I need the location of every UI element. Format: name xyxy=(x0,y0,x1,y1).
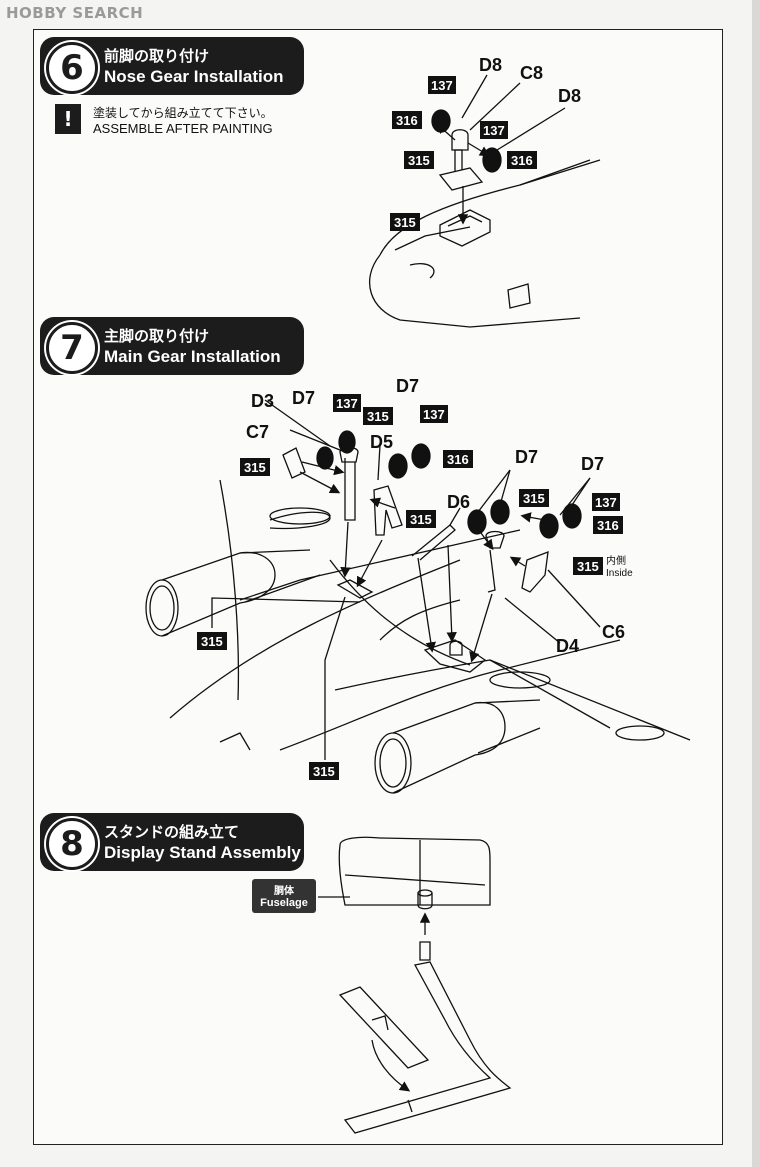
step-7-title-jp: 主脚の取り付け xyxy=(104,327,210,345)
fuselage-tag-jp: 胴体 xyxy=(274,886,294,897)
stand-peg xyxy=(417,889,433,961)
instruction-page xyxy=(33,29,723,1145)
fuselage-tag: 胴体 Fuselage xyxy=(252,879,316,913)
label-d6: D6 xyxy=(447,492,470,512)
svg-text:137: 137 xyxy=(423,407,445,422)
code-137-main-a: 137 xyxy=(333,394,361,412)
code-316-main-a: 316 xyxy=(443,450,473,468)
svg-text:316: 316 xyxy=(396,113,418,128)
code-315-main-e: 315 xyxy=(573,557,603,575)
step-7-title-en: Main Gear Installation xyxy=(104,347,281,366)
right-gear-parts xyxy=(411,524,549,593)
code-316-nose-a: 316 xyxy=(392,111,422,129)
svg-text:316: 316 xyxy=(597,518,619,533)
svg-text:315: 315 xyxy=(410,512,432,527)
step-8-number: 8 xyxy=(46,818,98,870)
svg-text:315: 315 xyxy=(367,409,389,424)
fuselage-tag-en: Fuselage xyxy=(260,897,308,909)
airframe-drawing xyxy=(169,479,691,751)
step-8-title-en: Display Stand Assembly xyxy=(104,843,301,862)
note-text-jp: 塗装してから組み立てて下さい。 xyxy=(93,106,273,120)
svg-text:315: 315 xyxy=(523,491,545,506)
svg-text:316: 316 xyxy=(447,452,469,467)
label-d7-c: D7 xyxy=(515,447,538,467)
step-8-title-jp: スタンドの組み立て xyxy=(104,823,240,841)
nose-gear-strut xyxy=(438,129,484,191)
svg-text:315: 315 xyxy=(201,634,223,649)
label-c7: C7 xyxy=(246,422,269,442)
inside-note: 内側 Inside xyxy=(606,554,633,579)
main-gear-bay xyxy=(336,579,487,673)
engine-right xyxy=(374,699,541,794)
inside-label-jp: 内側 xyxy=(606,554,626,567)
code-315-main-a: 315 xyxy=(363,407,393,425)
nose-gear-bay xyxy=(439,209,491,247)
code-316-nose-b: 316 xyxy=(507,151,537,169)
nose-wheel-right xyxy=(482,147,502,173)
svg-text:315: 315 xyxy=(408,153,430,168)
page-edge xyxy=(752,0,760,1167)
stand-arm xyxy=(343,961,512,1134)
fuselage-stub xyxy=(318,836,491,906)
code-137-nose-b: 137 xyxy=(480,121,508,139)
svg-text:315: 315 xyxy=(313,764,335,779)
svg-text:316: 316 xyxy=(511,153,533,168)
label-d7-d: D7 xyxy=(581,454,604,474)
nose-section-drawing xyxy=(369,159,601,328)
step-6-title-jp: 前脚の取り付け xyxy=(104,47,210,65)
code-315-nose-a: 315 xyxy=(404,151,434,169)
label-d8-a: D8 xyxy=(479,55,502,75)
label-d3: D3 xyxy=(251,391,274,411)
label-d4: D4 xyxy=(556,636,579,656)
svg-text:315: 315 xyxy=(394,215,416,230)
code-315-main-b: 315 xyxy=(240,458,270,476)
step-7-header: 7 主脚の取り付け Main Gear Installation xyxy=(40,317,304,375)
step-8-header: 8 スタンドの組み立て Display Stand Assembly xyxy=(40,813,304,871)
step-6-header: 6 前脚の取り付け Nose Gear Installation xyxy=(40,37,304,95)
code-315-main-d: 315 xyxy=(406,510,436,528)
code-315-main-c: 315 xyxy=(519,489,549,507)
step-7-number: 7 xyxy=(46,322,98,374)
stand-plate xyxy=(338,986,430,1069)
code-315-main-f: 315 xyxy=(197,632,227,650)
code-316-main-b: 316 xyxy=(593,516,623,534)
part-labels: D8 C8 D8 D3 D7 D7 D5 C7 D7 D7 D6 D4 C6 xyxy=(246,55,625,656)
step-6-title-en: Nose Gear Installation xyxy=(104,67,284,86)
watermark: HOBBY SEARCH xyxy=(6,4,144,22)
note-text-en: ASSEMBLE AFTER PAINTING xyxy=(93,121,273,136)
inside-label-en: Inside xyxy=(606,568,633,579)
label-d8-b: D8 xyxy=(558,86,581,106)
svg-text:315: 315 xyxy=(577,559,599,574)
label-c8: C8 xyxy=(520,63,543,83)
color-codes: 137 316 137 316 315 315 137 315 137 316 … xyxy=(197,76,623,780)
svg-text:315: 315 xyxy=(244,460,266,475)
label-d5: D5 xyxy=(370,432,393,452)
code-315-nose-b: 315 xyxy=(390,213,420,231)
left-gear-parts xyxy=(282,446,403,536)
code-137-main-b: 137 xyxy=(420,405,448,423)
label-c6: C6 xyxy=(602,622,625,642)
code-137-main-c: 137 xyxy=(592,493,620,511)
svg-text:137: 137 xyxy=(483,123,505,138)
svg-text:137: 137 xyxy=(431,78,453,93)
paint-brush-icon: ! xyxy=(55,104,81,134)
svg-text:137: 137 xyxy=(336,396,358,411)
label-d7-b: D7 xyxy=(396,376,419,396)
step-6-number: 6 xyxy=(46,42,98,94)
svg-text:137: 137 xyxy=(595,495,617,510)
code-315-main-g: 315 xyxy=(309,762,339,780)
engine-left xyxy=(145,549,321,637)
code-137-nose-a: 137 xyxy=(428,76,456,94)
nose-wheel-left xyxy=(431,109,451,133)
label-d7-a: D7 xyxy=(292,388,315,408)
